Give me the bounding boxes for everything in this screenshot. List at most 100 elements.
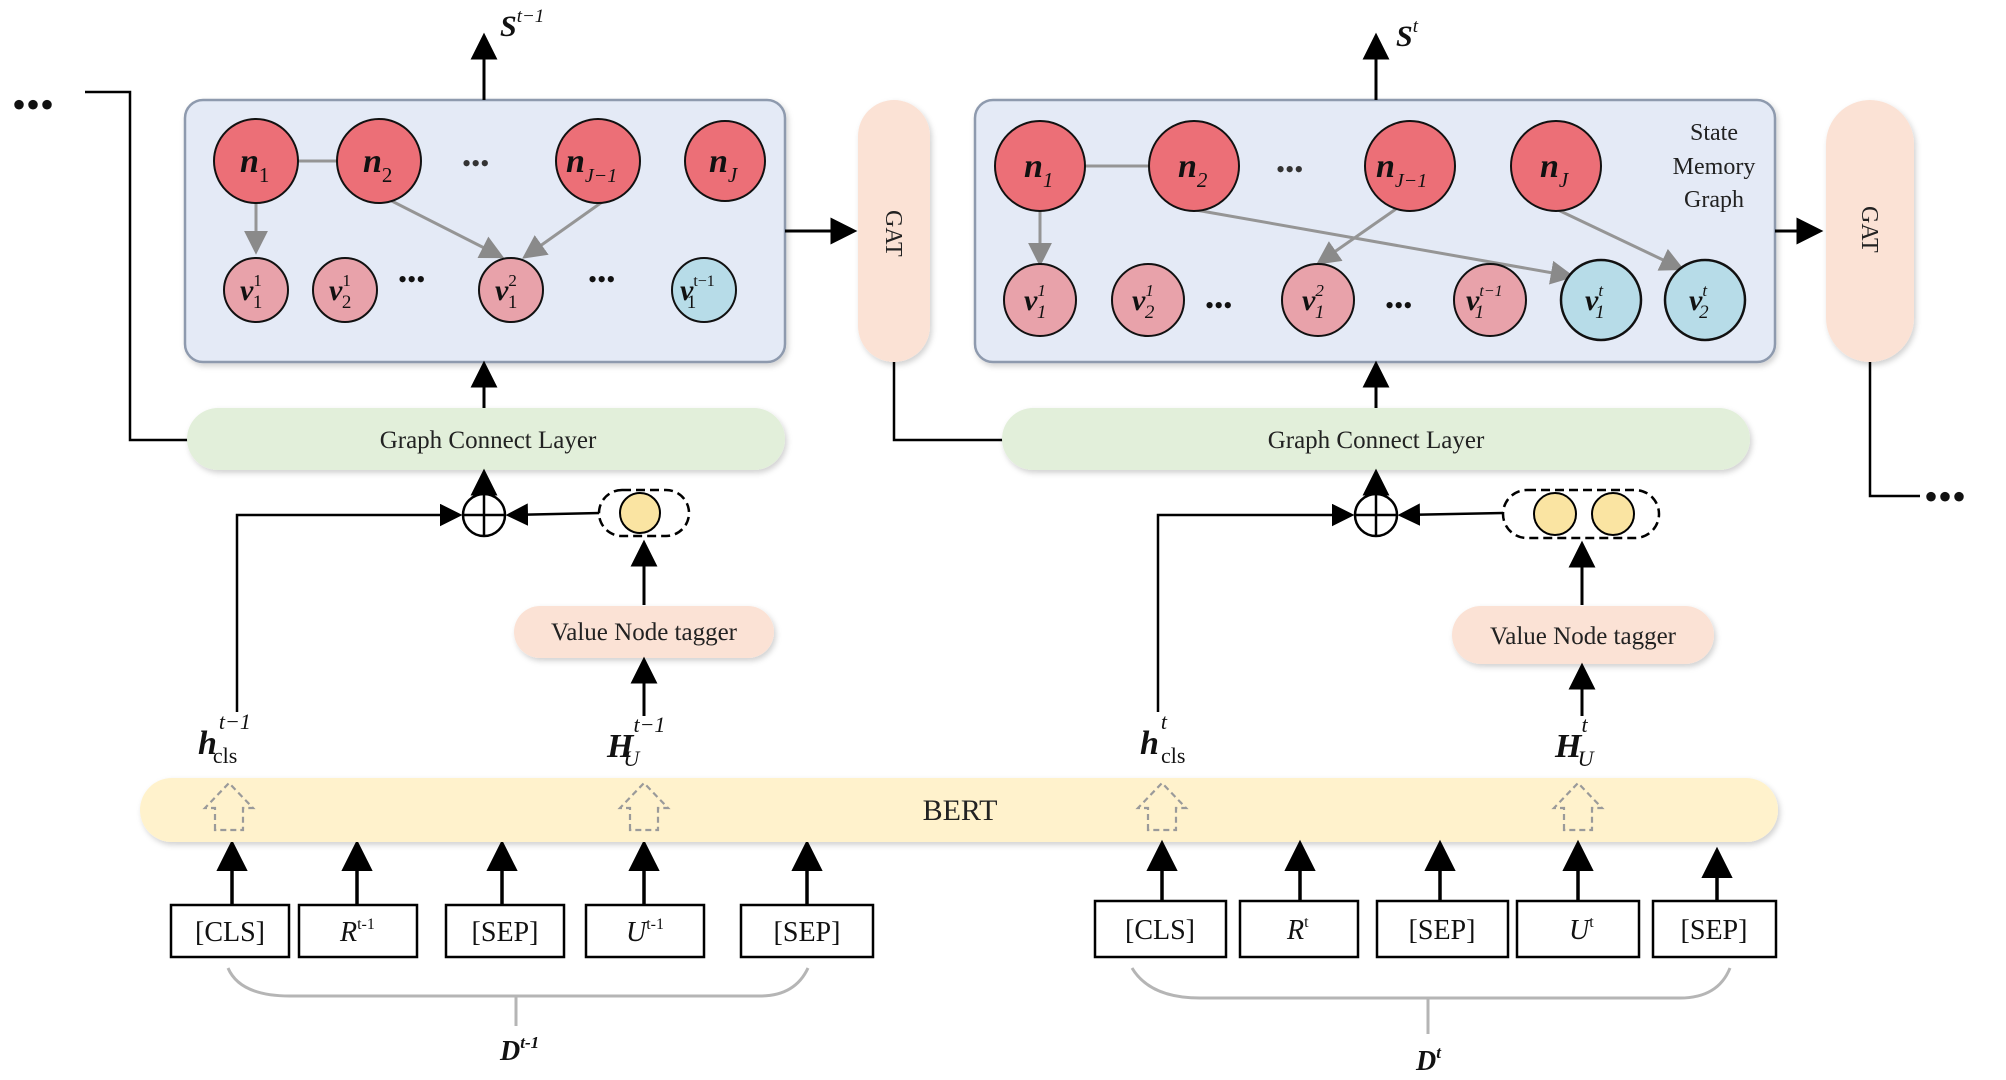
svg-text:n1: n1 [240,143,269,187]
svg-text:Rt: Rt [1286,914,1309,946]
svg-text:nJ−1: nJ−1 [1376,148,1427,192]
slot-node: nJ−1 [1364,120,1456,212]
value-tag-capsule-prev [597,488,691,538]
token-arrows-current [1146,839,1733,901]
input-token: [SEP] [444,903,566,959]
gat-label-current: GAT [1856,206,1882,253]
svg-text:v11: v11 [1024,281,1046,323]
value-node-tagger-current [1452,606,1714,664]
svg-text:v11: v11 [240,271,262,313]
input-token: Rt-1 [297,903,419,959]
dialogue-brace-current [1130,967,1732,1034]
svg-text:vt−11: vt−11 [1466,283,1503,323]
dialogue-label-current: Dt [1415,1043,1442,1077]
bert-encoder: BERT [140,778,1778,842]
svg-text:Graph: Graph [1684,187,1744,213]
ellipsis-values-prev-2: ••• [588,265,615,294]
graph-edges-current [1028,164,1685,285]
turn-current: State Memory Graph St n1 n2 ••• nJ−1 [973,16,1966,1077]
hcls-to-sum-current [1156,503,1355,712]
input-token: [SEP] [1651,899,1778,959]
slot-node: n2 [336,118,422,204]
prev-feed-connector [85,90,190,442]
svg-text:v21: v21 [495,271,517,313]
sum-node-current [1353,492,1399,538]
graph-connect-layer-current [1002,408,1750,470]
slot-node: nJ [1510,120,1602,212]
ellipsis-left: ••• [12,82,54,127]
memory-graph-title: State Memory Graph [1673,120,1756,213]
svg-text:Ut-1: Ut-1 [626,916,664,948]
svg-text:[CLS]: [CLS] [1125,915,1195,946]
input-token: [SEP] [1375,899,1510,959]
svg-text:v12: v12 [1132,281,1155,323]
svg-text:nJ: nJ [1540,148,1570,192]
ellipsis-slots-prev: ••• [462,149,489,178]
svg-text:n2: n2 [363,143,392,187]
slot-node: n1 [994,120,1086,212]
svg-text:vt1: vt1 [1585,281,1605,323]
next-feed-connector [1868,362,1920,498]
gat-label-prev: GAT [880,210,906,257]
ellipsis-values-current-2: ••• [1385,291,1412,320]
input-token: Ut-1 [584,903,706,959]
svg-text:[SEP]: [SEP] [1409,915,1476,946]
input-token: [CLS] [1093,899,1228,959]
svg-text:[CLS]: [CLS] [195,917,265,948]
sum-node-prev [461,492,507,538]
ellipsis-values-current-1: ••• [1205,291,1232,320]
gat-block-prev [858,100,930,362]
svg-text:n1: n1 [1024,148,1053,192]
dialogue-label-prev: Dt-1 [499,1033,539,1067]
tagger-label-prev: Value Node tagger [551,619,738,646]
ellipsis-slots-current: ••• [1276,155,1303,184]
ellipsis-values-prev-1: ••• [398,265,425,294]
slot-node: nJ [684,120,766,202]
output-state-current: St [1396,16,1419,53]
svg-text:vt−11: vt−11 [680,273,715,313]
svg-text:vt2: vt2 [1689,281,1709,323]
ellipsis-right: ••• [1924,474,1966,519]
bert-label: BERT [923,794,998,827]
svg-text:[SEP]: [SEP] [472,917,539,948]
output-state-prev: St−1 [500,6,544,43]
dialogue-brace-prev [226,967,810,1026]
graph-edges-prev [244,159,613,259]
graph-connect-label-current: Graph Connect Layer [1268,427,1485,454]
svg-text:v12: v12 [329,271,351,313]
value-tag-capsule-current [1501,488,1661,540]
input-token: Ut [1515,899,1641,959]
tag-to-sum-current [1397,503,1504,526]
graph-connect-layer-prev [187,408,785,470]
hcls-to-sum-prev [235,503,463,712]
slot-node: nJ−1 [555,118,641,204]
tag-to-sum-prev [505,503,601,526]
input-token: [SEP] [739,903,875,959]
svg-text:Ut: Ut [1569,914,1594,946]
svg-text:nJ−1: nJ−1 [566,143,617,187]
svg-text:State: State [1690,120,1738,146]
svg-text:[SEP]: [SEP] [1681,915,1748,946]
token-arrows-prev [216,839,823,905]
slot-node: n2 [1148,120,1240,212]
input-token: [CLS] [169,903,291,959]
slot-node: n1 [213,118,299,204]
graph-connect-label-prev: Graph Connect Layer [380,427,597,454]
svg-text:Rt-1: Rt-1 [339,916,375,948]
input-token: Rt [1238,899,1360,959]
svg-text:n2: n2 [1178,148,1208,192]
gat-block-current [1826,100,1914,362]
gat-to-next-connector [892,362,1005,442]
